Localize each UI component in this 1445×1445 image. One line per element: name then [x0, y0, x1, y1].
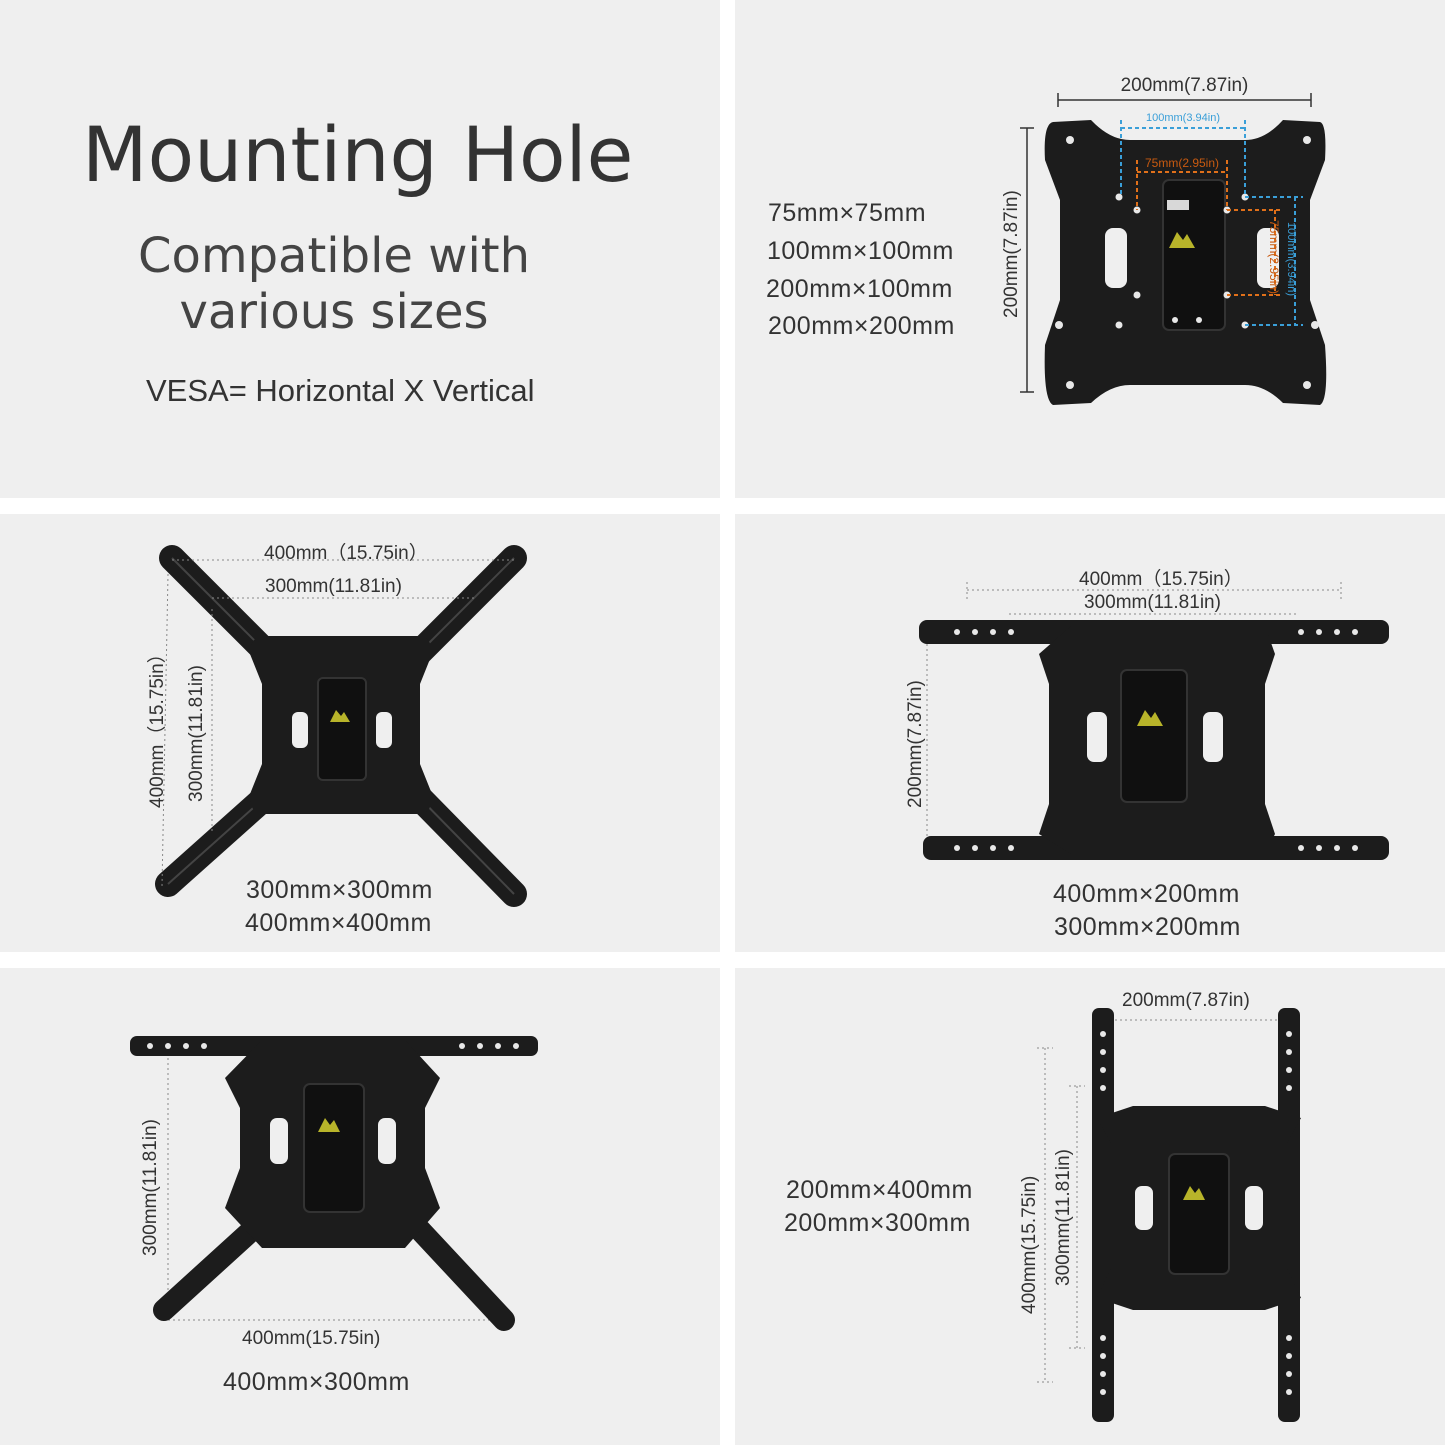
hv-arms-panel: 300mm(11.81in) 400mm(15.75in) 400mm×300m…	[0, 968, 720, 1445]
size-label: 200mm×300mm	[784, 1209, 971, 1237]
logo-icon	[1137, 710, 1163, 726]
small-plate-diagram	[1020, 93, 1327, 405]
dim-top: 200mm(7.87in)	[1120, 75, 1249, 96]
hv-arms-diagram	[130, 1036, 538, 1331]
dim-left: 200mm(7.87in)	[905, 680, 926, 808]
mount-center-bracket	[317, 677, 367, 781]
x-arms-diagram	[155, 545, 527, 907]
dim-left: 300mm(11.81in)	[140, 1119, 161, 1256]
dim-left-outer: 400mm(15.75in)	[1019, 1175, 1040, 1314]
subtitle-line-2: various sizes	[179, 284, 489, 340]
subtitle-line-1: Compatible with	[137, 228, 531, 284]
dim-inner-orange: 75mm(2.95in)	[1144, 156, 1220, 170]
title-panel: Mounting Hole Compatible with various si…	[0, 0, 720, 498]
dim-left-inner: 300mm(11.81in)	[186, 665, 207, 802]
dim-top-inner: 300mm(11.81in)	[1084, 592, 1221, 613]
size-label: 200mm×200mm	[768, 312, 955, 340]
size-label: 400mm×300mm	[223, 1368, 410, 1396]
dim-top-inner: 300mm(11.81in)	[265, 576, 402, 597]
dim-right-orange: 75mm(2.95in)	[1267, 220, 1281, 295]
logo-icon	[330, 710, 350, 722]
x-arms-panel: 400mm（15.75in） 300mm(11.81in) 400mm（15.7…	[0, 514, 720, 952]
dim-left-outer: 400mm（15.75in）	[147, 644, 168, 808]
size-label: 75mm×75mm	[768, 199, 927, 227]
dim-top-outer: 400mm（15.75in）	[264, 543, 428, 564]
size-label: 200mm×400mm	[786, 1176, 973, 1204]
dim-left: 200mm(7.87in)	[1001, 190, 1022, 318]
h-arms-diagram	[919, 582, 1389, 860]
small-plate-panel: 75mm×75mm 100mm×100mm 200mm×100mm 200mm×…	[735, 0, 1445, 498]
size-label: 200mm×100mm	[766, 275, 953, 303]
dim-top-outer: 400mm（15.75in）	[1079, 569, 1243, 590]
mount-center-bracket	[1168, 1153, 1230, 1275]
mount-center-bracket	[303, 1083, 365, 1213]
logo-icon	[1169, 232, 1195, 248]
h-arms-panel: 400mm（15.75in） 300mm(11.81in) 200mm(7.87…	[735, 514, 1445, 952]
mount-center-bracket	[1162, 179, 1226, 331]
page-title: Mounting Hole	[82, 110, 634, 199]
size-label: 400mm×200mm	[1053, 880, 1240, 908]
size-label: 100mm×100mm	[767, 237, 954, 265]
v-arms-panel: 200mm×400mm 200mm×300mm 200mm(7.87in) 40…	[735, 968, 1445, 1445]
dim-right-blue: 100mm(3.94in)	[1285, 222, 1297, 296]
dim-left-inner: 300mm(11.81in)	[1053, 1149, 1074, 1286]
logo-icon	[1183, 1186, 1205, 1200]
dim-bottom: 400mm(15.75in)	[242, 1328, 381, 1349]
mount-center-bracket	[1120, 669, 1188, 803]
size-label: 300mm×300mm	[246, 876, 433, 904]
dim-top: 200mm(7.87in)	[1122, 990, 1250, 1011]
logo-icon	[318, 1118, 340, 1132]
size-label: 300mm×200mm	[1054, 913, 1241, 941]
size-label: 400mm×400mm	[245, 909, 432, 937]
v-arms-diagram	[1037, 1008, 1301, 1422]
dim-inner-blue: 100mm(3.94in)	[1146, 112, 1220, 124]
vesa-note: VESA= Horizontal X Vertical	[146, 373, 535, 408]
